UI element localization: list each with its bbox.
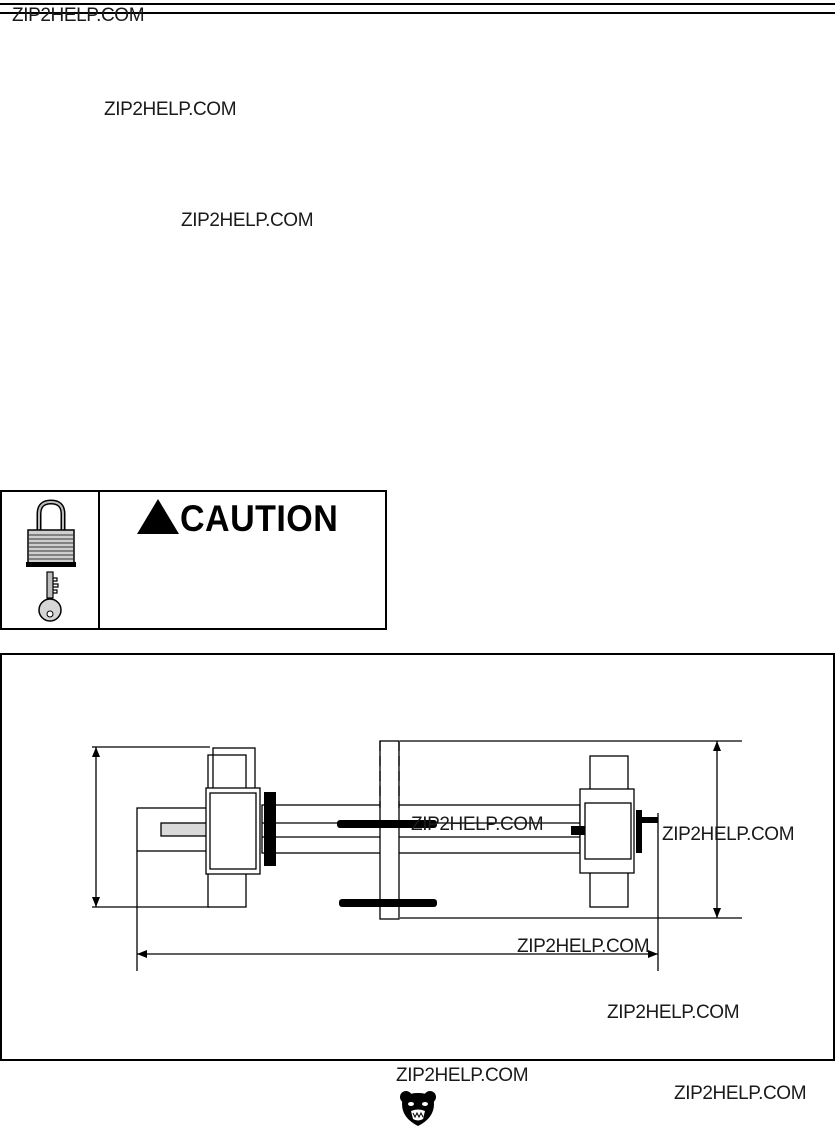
header-rule-bottom	[0, 12, 835, 14]
watermark-text: ZIP2HELP.COM	[12, 5, 145, 26]
figure-frame	[0, 653, 835, 1061]
header-rule-top	[0, 3, 835, 5]
watermark-text: ZIP2HELP.COM	[517, 936, 650, 957]
padlock-icon	[26, 499, 76, 622]
bear-head-logo	[400, 1091, 436, 1126]
shaft-assembly-diagram	[92, 740, 742, 971]
watermark-text: ZIP2HELP.COM	[396, 1065, 529, 1086]
watermark-text: ZIP2HELP.COM	[662, 824, 795, 845]
lockout-icon-cell	[2, 492, 100, 628]
watermark-text: ZIP2HELP.COM	[104, 99, 237, 120]
key-icon	[38, 571, 62, 622]
watermark-text: ZIP2HELP.COM	[607, 1002, 740, 1023]
caution-heading: CAUTION	[180, 498, 339, 539]
watermark-text: ZIP2HELP.COM	[181, 210, 314, 231]
watermark-text: ZIP2HELP.COM	[411, 814, 544, 835]
watermark-text: ZIP2HELP.COM	[674, 1083, 807, 1104]
caution-box	[0, 490, 387, 630]
warning-triangle-icon	[137, 499, 179, 534]
